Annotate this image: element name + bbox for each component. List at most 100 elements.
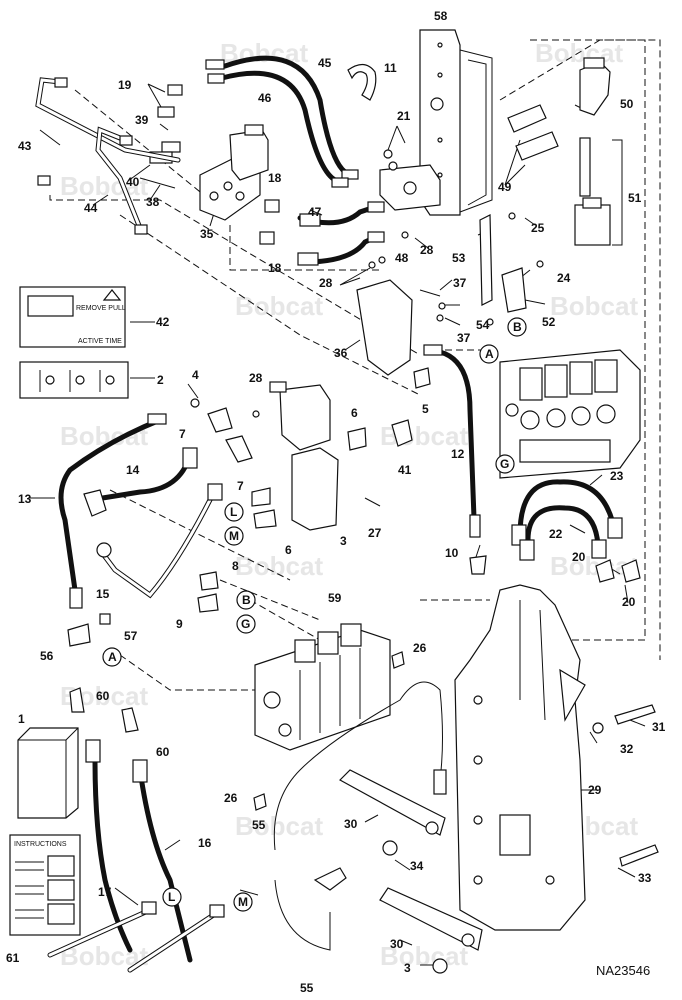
instructions-card-61: INSTRUCTIONS [9, 834, 81, 936]
callout-48: 48 [395, 251, 409, 265]
callout-5: 5 [422, 402, 429, 416]
callout-56: 56 [40, 649, 54, 663]
callout-4: 4 [192, 368, 199, 382]
callout-59: 59 [328, 591, 342, 605]
callout-52: 52 [542, 315, 556, 329]
decal-42-text: REMOVE PULL [76, 305, 126, 312]
watermark: Bobcat [380, 941, 468, 971]
circled-letters: B A G L M B G A L M [102, 317, 527, 912]
callout-36: 36 [334, 346, 348, 360]
letter-l: L [168, 890, 175, 904]
callout-29: 29 [588, 783, 602, 797]
callout-58: 58 [434, 9, 448, 23]
callout-34: 34 [410, 859, 424, 873]
letter-b: B [242, 593, 251, 607]
clips-26 [253, 651, 405, 811]
callout-30: 30 [344, 817, 358, 831]
callout-6: 6 [285, 543, 292, 557]
callout-9: 9 [176, 617, 183, 631]
decal-42: REMOVE PULL ACTIVE TIME [19, 286, 126, 348]
letter-m: M [238, 895, 248, 909]
callout-32: 32 [620, 742, 634, 756]
fittings-19-40 [139, 84, 398, 245]
valve-bank-upper [499, 349, 641, 479]
bolts-31-34 [382, 704, 659, 974]
callout-6: 6 [351, 406, 358, 420]
callout-17: 17 [98, 885, 112, 899]
callout-60: 60 [96, 689, 110, 703]
callout-13: 13 [18, 492, 32, 506]
watermark: Bobcat [235, 291, 323, 321]
hoses-45-48 [205, 55, 385, 266]
hose-12 [413, 344, 487, 575]
arms-30 [339, 769, 483, 951]
letter-l: L [230, 505, 237, 519]
box-1 [17, 727, 79, 819]
decal-2 [19, 361, 129, 399]
callout-37: 37 [457, 331, 471, 345]
callout-14: 14 [126, 463, 140, 477]
callout-20: 20 [572, 550, 586, 564]
letter-g: G [241, 617, 250, 631]
callout-15: 15 [96, 587, 110, 601]
cable-tie-11 [347, 63, 377, 101]
couplers-49-51 [507, 57, 623, 246]
callout-35: 35 [200, 227, 214, 241]
callout-45: 45 [318, 56, 332, 70]
callout-57: 57 [124, 629, 138, 643]
callout-2: 2 [157, 373, 164, 387]
callout-1: 1 [18, 712, 25, 726]
callout-22: 22 [549, 527, 563, 541]
callout-25: 25 [531, 221, 545, 235]
watermark: Bobcat [550, 291, 638, 321]
hoses-13-15 [58, 413, 223, 647]
letter-a: A [108, 650, 117, 664]
callout-numbers: 58 11 45 46 19 21 50 39 43 40 18 49 51 3… [6, 9, 666, 995]
callout-38: 38 [146, 195, 160, 209]
assembly-dashed-lines [49, 39, 661, 691]
callout-18: 18 [268, 171, 282, 185]
callout-33: 33 [638, 871, 652, 885]
tubes-43-44 [35, 77, 181, 235]
callout-28: 28 [420, 243, 434, 257]
callout-51: 51 [628, 191, 642, 205]
callout-27: 27 [368, 526, 382, 540]
callout-19: 19 [118, 78, 132, 92]
hardware-bolts-nuts [368, 231, 446, 322]
watermark: Bobcat [60, 171, 148, 201]
hoses-22-23 [511, 479, 641, 583]
callout-8: 8 [232, 559, 239, 573]
callout-3: 3 [404, 961, 411, 975]
watermark: Bobcat [235, 551, 323, 581]
callout-10: 10 [445, 546, 459, 560]
callout-44: 44 [84, 201, 98, 215]
callout-61: 61 [6, 951, 20, 965]
callout-47: 47 [308, 205, 322, 219]
cable-55 [273, 681, 447, 951]
callout-3: 3 [340, 534, 347, 548]
callout-37: 37 [453, 276, 467, 290]
callout-55-upper: 55 [252, 818, 266, 832]
letter-a: A [485, 347, 494, 361]
callout-18: 18 [268, 261, 282, 275]
frame-29 [454, 584, 586, 931]
callout-54: 54 [476, 318, 490, 332]
callout-7: 7 [237, 479, 244, 493]
callout-42: 42 [156, 315, 170, 329]
hoses-16-60 [47, 687, 225, 973]
callout-7: 7 [179, 427, 186, 441]
bracket-36 [356, 279, 413, 376]
callout-12: 12 [451, 447, 465, 461]
callout-16: 16 [198, 836, 212, 850]
callout-53: 53 [452, 251, 466, 265]
callout-26: 26 [413, 641, 427, 655]
callout-11: 11 [384, 61, 397, 75]
callout-28: 28 [319, 276, 333, 290]
letter-b: B [513, 320, 522, 334]
callout-30: 30 [390, 937, 404, 951]
watermark: Bobcat [235, 811, 323, 841]
callout-40: 40 [126, 175, 140, 189]
callout-49: 49 [498, 180, 512, 194]
callout-21: 21 [397, 109, 411, 123]
letter-m: M [229, 529, 239, 543]
